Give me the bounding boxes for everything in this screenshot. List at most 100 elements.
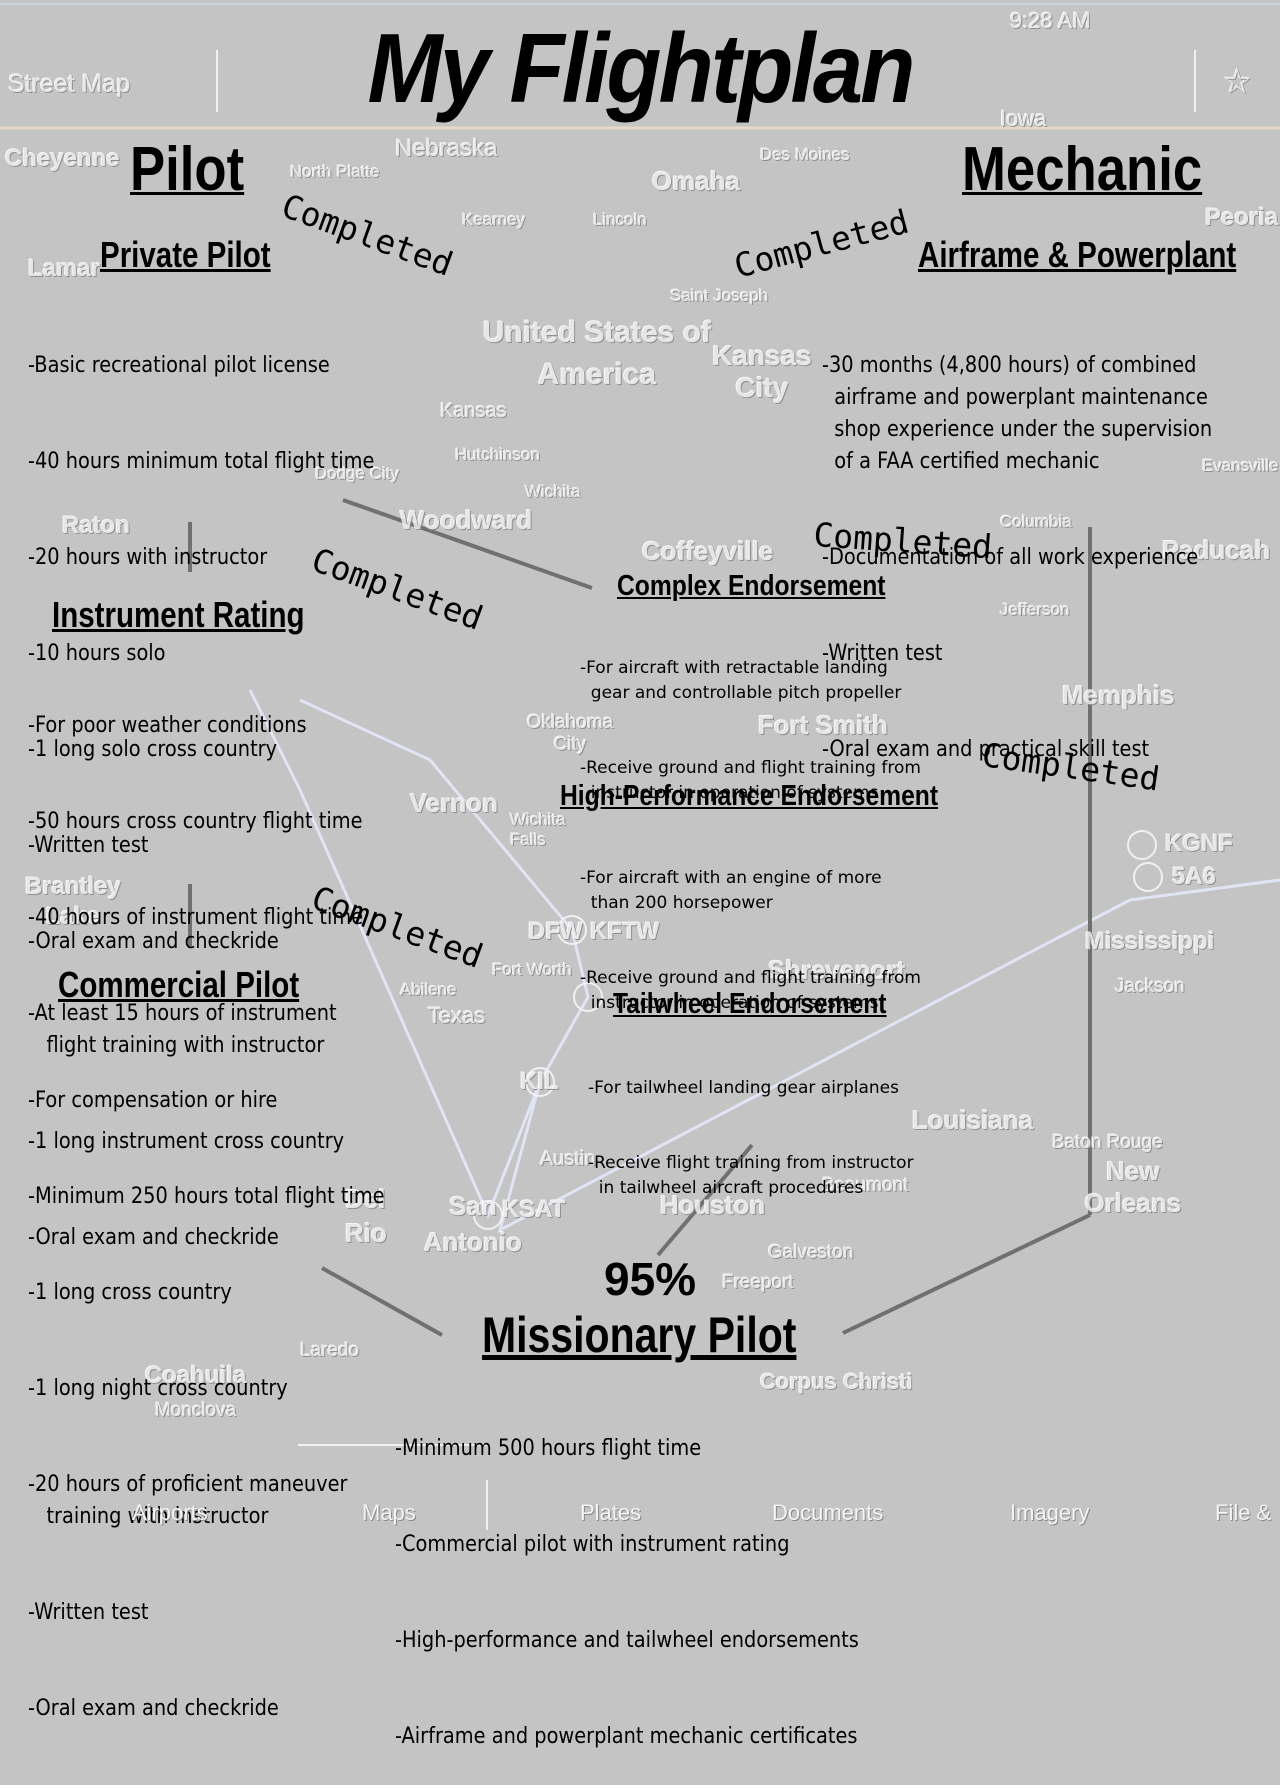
map-label: Woodward <box>400 505 533 535</box>
map-label: Kansas City <box>712 340 812 403</box>
map-label: Saint Joseph <box>670 286 769 305</box>
requirement: -Oral exam and checkride <box>28 1225 279 1250</box>
complex-endorsement-requirements: -For aircraft with retractable landing g… <box>580 606 921 831</box>
map-label: Iowa <box>1000 106 1047 131</box>
tab-airports[interactable]: Airports <box>132 1500 208 1525</box>
map-label: KFTW <box>590 918 660 945</box>
map-label: Monclova <box>155 1400 237 1421</box>
requirement: -30 months (4,800 hours) of combined air… <box>822 353 1213 474</box>
map-label: San Antonio <box>423 1191 523 1257</box>
requirement: -For tailwheel landing gear airplanes <box>588 1078 899 1098</box>
map-label: KIL <box>520 1068 559 1095</box>
missionary-pilot-requirements: -Minimum 500 hours flight time -Commerci… <box>395 1369 859 1785</box>
flight-route <box>248 689 1280 1233</box>
tab-documents[interactable]: Documents <box>772 1500 884 1525</box>
requirement: -40 hours minimum total flight time <box>28 449 375 474</box>
map-label: Lamar <box>28 255 101 282</box>
map-mode-button[interactable]: Street Map <box>8 70 131 98</box>
map-label: Peoria <box>1205 204 1279 231</box>
map-label: Freeport <box>722 1272 794 1293</box>
requirement: -50 hours cross country flight time <box>28 809 363 834</box>
requirement: -Commercial pilot with instrument rating <box>395 1532 790 1557</box>
map-label: Houston <box>660 1190 766 1220</box>
map-label: Austin <box>540 1148 596 1170</box>
map-label: Lincoln <box>593 210 647 229</box>
map-label: Raton <box>62 512 130 539</box>
requirement: -Minimum 500 hours flight time <box>395 1436 702 1461</box>
airframe-powerplant-requirements: -30 months (4,800 hours) of combined air… <box>822 286 1212 798</box>
map-label: Texas <box>428 1003 486 1028</box>
tab-imagery[interactable]: Imagery <box>1010 1500 1090 1525</box>
map-label: Coffeyville <box>642 536 774 566</box>
map-label: Brantley Lake <box>24 873 122 930</box>
pilot-heading: Pilot <box>130 135 245 204</box>
tab-plates[interactable]: Plates <box>580 1500 642 1525</box>
high-performance-endorsement-title: High-Performance Endorsement <box>560 780 939 812</box>
instrument-rating-title: Instrument Rating <box>52 594 305 635</box>
requirement: -1 long night cross country <box>28 1376 288 1401</box>
map-label: Beaumont <box>822 1175 909 1196</box>
map-label: Nebraska <box>395 135 498 162</box>
map-label: Evansville <box>1202 456 1279 475</box>
airframe-powerplant-title: Airframe & Powerplant <box>918 234 1237 275</box>
commercial-pilot-title: Commercial Pilot <box>58 964 300 1005</box>
instrument-rating-requirements: -For poor weather conditions -50 hours c… <box>28 646 363 1286</box>
map-label: Abilene <box>400 980 457 999</box>
requirement: -Receive ground and flight training from… <box>580 968 921 1013</box>
tailwheel-endorsement-title: Tailwheel Endorsement <box>613 988 887 1020</box>
requirement: -1 long cross country <box>28 1280 232 1305</box>
map-label: Baton Rouge <box>1052 1132 1163 1153</box>
status-time: 9:28 AM <box>1010 8 1091 33</box>
map-label: Fort Worth <box>492 960 572 979</box>
map-label: Fort Smith <box>758 710 888 740</box>
requirement: -At least 15 hours of instrument flight … <box>28 1001 337 1058</box>
map-label: Omaha <box>652 166 741 196</box>
commercial-pilot-requirements: -For compensation or hire -Minimum 250 h… <box>28 1021 385 1757</box>
map-label: Louisiana <box>912 1105 1034 1135</box>
map-background[interactable] <box>0 0 1280 1536</box>
tab-maps[interactable]: Maps <box>362 1500 416 1525</box>
tailwheel-requirements: -For tailwheel landing gear airplanes -R… <box>588 1026 914 1226</box>
map-label: Del Rio <box>345 1184 387 1248</box>
requirement: -Oral exam and checkride <box>28 929 279 954</box>
requirement: -Written test <box>28 833 149 858</box>
map-label: United States of America <box>482 316 712 391</box>
map-label: Wichita <box>525 482 581 501</box>
map-label: Kansas <box>440 400 507 422</box>
map-label: Oklahoma City <box>526 712 614 755</box>
map-label: Galveston <box>768 1242 854 1263</box>
requirement: -Written test <box>28 1600 149 1625</box>
map-label: KSAT <box>502 1196 566 1223</box>
requirement: -1 long instrument cross country <box>28 1129 345 1154</box>
requirement: -Airframe and powerplant mechanic certif… <box>395 1724 858 1749</box>
progress-percent: 95% <box>604 1253 697 1305</box>
requirement: -Receive ground and flight training from… <box>580 758 921 803</box>
map-label: Laredo <box>300 1340 360 1361</box>
requirement: -Basic recreational pilot license <box>28 353 330 378</box>
page-title: My Flightplan <box>367 13 915 123</box>
requirement: -20 hours of proficient maneuver trainin… <box>28 1472 348 1529</box>
map-label: 5A6 <box>1172 863 1217 890</box>
map-label: Vernon <box>410 788 499 818</box>
requirement: -1 long solo cross country <box>28 737 278 762</box>
connector-lines <box>188 498 1092 1337</box>
requirement: -Oral exam and practical skill test <box>822 737 1150 762</box>
requirement: -Written test <box>822 641 943 666</box>
map-label-dfw: DFW <box>528 918 583 945</box>
map-label: Mississippi <box>1085 928 1215 955</box>
requirement: -Receive flight training from instructor… <box>588 1153 914 1198</box>
map-label: Memphis <box>1062 680 1175 710</box>
map-label: Shreveport <box>768 955 906 985</box>
private-pilot-title: Private Pilot <box>100 234 271 275</box>
favorites-star-icon[interactable]: ☆ <box>1222 63 1253 101</box>
map-label: Paducah <box>1162 535 1271 565</box>
tab-file[interactable]: File & <box>1215 1500 1272 1525</box>
requirement: -Minimum 250 hours total flight time <box>28 1184 385 1209</box>
map-label: Kearney <box>462 210 526 229</box>
map-label: Wichita Falls <box>510 810 566 849</box>
mechanic-heading: Mechanic <box>962 135 1203 204</box>
requirement: -40 hours of instrument flight time <box>28 905 364 930</box>
requirement: -For compensation or hire <box>28 1088 278 1113</box>
map-label: Columbia <box>1000 512 1072 531</box>
requirement: -For aircraft with retractable landing g… <box>580 658 902 703</box>
